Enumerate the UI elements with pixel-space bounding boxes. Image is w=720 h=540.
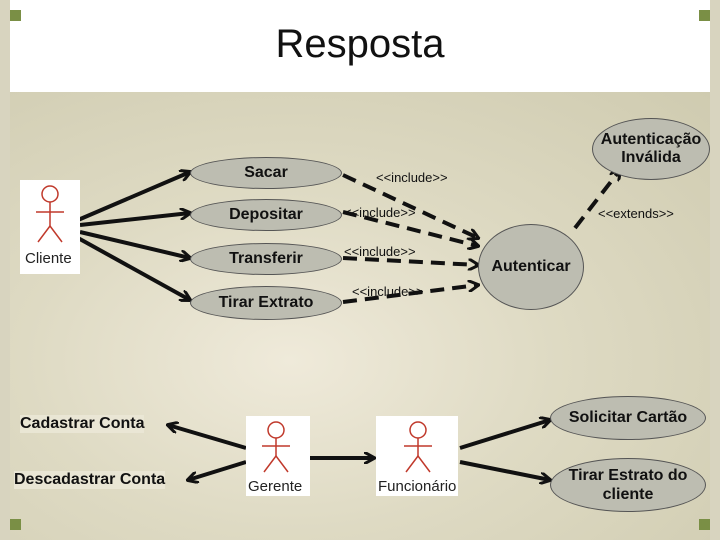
usecase-autenticar: Autenticar <box>478 224 584 310</box>
usecase-transferir-label: Transferir <box>229 250 303 267</box>
usecase-depositar-label: Depositar <box>229 206 303 223</box>
assoc-gerente-cadastrar <box>168 425 247 450</box>
extends-label: <<extends>> <box>598 206 674 221</box>
assoc-gerente-descadastrar <box>188 460 247 480</box>
usecase-tirar-extrato-label: Tirar Extrato <box>218 294 314 311</box>
actor-gerente-figure <box>262 421 290 473</box>
include-depositar-line <box>342 210 478 246</box>
usecase-tirar-extrato-cliente-label: Tirar Estrato do cliente <box>568 466 688 503</box>
title-band <box>0 0 720 92</box>
actor-funcionario-label: Funcionário <box>378 478 457 495</box>
left-border <box>0 0 10 540</box>
usecase-solicitar-cartao: Solicitar Cartão <box>550 396 706 440</box>
corner-square <box>10 519 21 530</box>
corner-square <box>699 10 710 21</box>
usecase-autenticacao-invalida-label: Autenticação Inválida <box>600 131 702 166</box>
include-sacar-label: <<include>> <box>376 170 448 185</box>
right-border <box>710 0 720 540</box>
slide-title: Resposta <box>275 22 445 66</box>
usecase-sacar-label: Sacar <box>244 164 288 181</box>
assoc-cliente-depositar <box>79 213 190 227</box>
usecase-descadastrar-conta: Descadastrar Conta <box>14 471 166 489</box>
usecase-tirar-extrato-cliente: Tirar Estrato do cliente <box>550 458 706 512</box>
assoc-cliente-sacar <box>77 172 190 222</box>
corner-square <box>699 519 710 530</box>
actor-gerente-label: Gerente <box>248 478 303 495</box>
include-extrato-line <box>342 285 478 304</box>
assoc-funcionario-solicitar <box>459 420 550 450</box>
include-extrato-label: <<include>> <box>352 284 424 299</box>
include-sacar-line <box>342 173 478 238</box>
include-transferir-line <box>342 256 478 265</box>
usecase-solicitar-cartao-label: Solicitar Cartão <box>568 409 688 426</box>
usecase-autenticacao-invalida: Autenticação Inválida <box>592 118 710 180</box>
usecase-cadastrar-conta: Cadastrar Conta <box>20 415 145 433</box>
actor-cliente-label: Cliente <box>25 250 72 267</box>
include-transferir-label: <<include>> <box>344 244 416 259</box>
include-depositar-label: <<include>> <box>344 205 416 220</box>
usecase-tirar-extrato: Tirar Extrato <box>190 286 342 320</box>
assoc-cliente-extrato <box>77 236 190 300</box>
actor-funcionario-figure <box>404 421 432 473</box>
usecase-transferir: Transferir <box>190 243 342 275</box>
assoc-funcionario-tirar-extrato <box>459 460 550 480</box>
usecase-depositar: Depositar <box>190 199 342 231</box>
corner-square <box>10 10 21 21</box>
assoc-cliente-transferir <box>79 230 190 258</box>
usecase-sacar: Sacar <box>190 157 342 189</box>
usecase-autenticar-label: Autenticar <box>491 258 571 275</box>
extends-line <box>573 170 620 230</box>
actor-cliente-figure <box>36 185 64 243</box>
